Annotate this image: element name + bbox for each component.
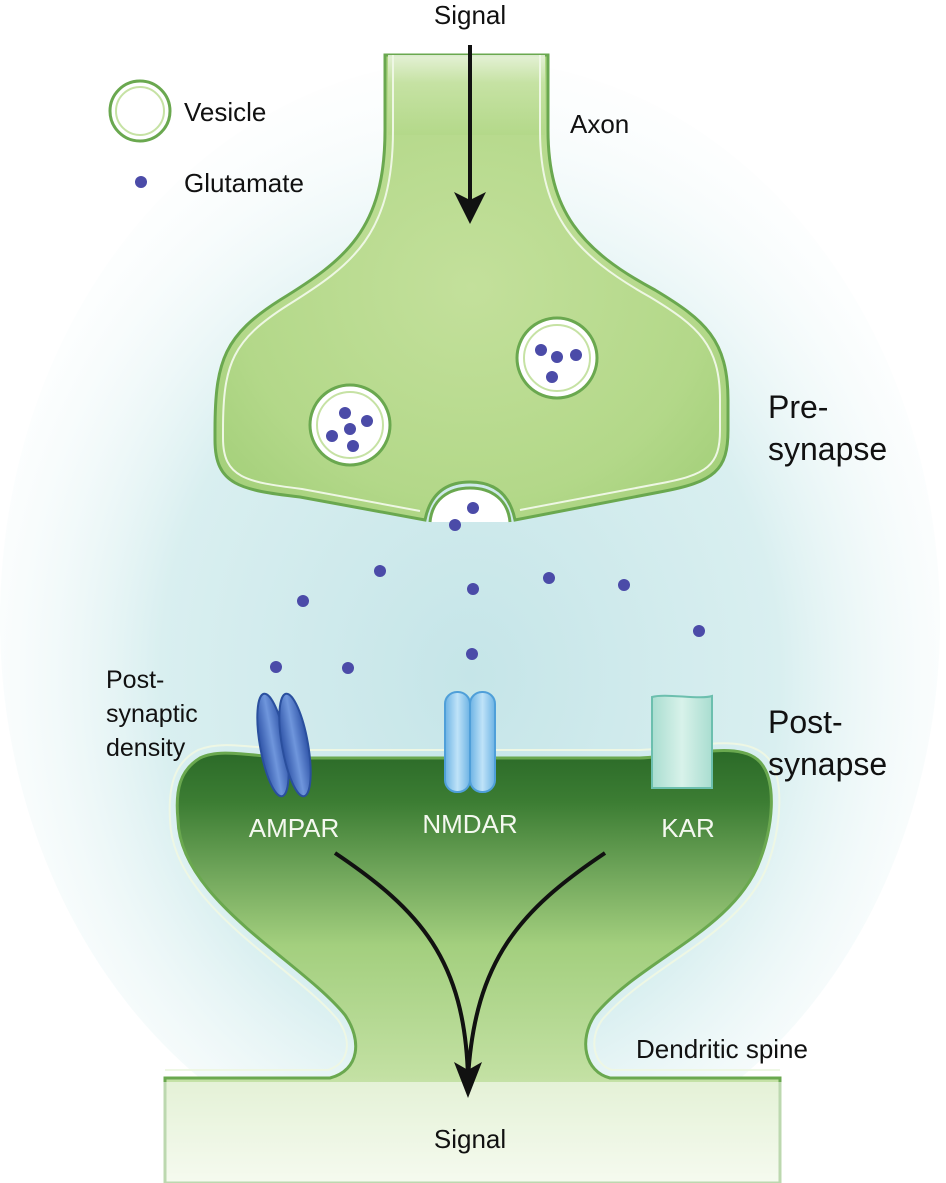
presynapse-label-line1: Pre-: [768, 389, 828, 425]
presynaptic-inner-membrane-right: [519, 55, 721, 511]
presynapse-label-line2: synapse: [768, 431, 887, 467]
legend: Vesicle Glutamate: [108, 79, 304, 198]
ampar-label: AMPAR: [249, 813, 340, 843]
signal-out-arrowhead: [454, 1062, 482, 1098]
presynaptic-inner-membrane: [222, 55, 421, 512]
postsynapse-label-line2: synapse: [768, 746, 887, 782]
legend-glutamate-icon: [135, 176, 147, 188]
axon-fade: [388, 55, 545, 135]
legend-glutamate-label: Glutamate: [184, 168, 304, 198]
nmdar-label: NMDAR: [422, 809, 517, 839]
legend-vesicle-label: Vesicle: [184, 97, 266, 127]
postsynapse-bottom-fade: [160, 1082, 785, 1183]
postsynapse-label-line1: Post-: [768, 704, 843, 740]
signal-bottom-label: Signal: [434, 1124, 506, 1154]
dendritic-spine-label: Dendritic spine: [636, 1034, 808, 1064]
psd-label-line2: synaptic: [106, 700, 198, 728]
signal-out-arrow-left: [333, 851, 470, 1079]
ampar-receptor: [256, 692, 312, 798]
kar-label: KAR: [661, 813, 714, 843]
nmdar-receptor: [444, 691, 496, 793]
kar-receptor: [651, 694, 713, 789]
legend-vesicle-icon: [108, 79, 172, 143]
signal-out-arrow-right: [466, 851, 607, 1079]
psd-label-line3: density: [106, 734, 186, 762]
psd-label-line1: Post-: [106, 666, 164, 694]
postsynaptic-inner-membrane: [165, 742, 781, 1071]
axon-label: Axon: [570, 109, 629, 139]
signal-top-label: Signal: [434, 0, 506, 30]
glutamate-molecules: [270, 344, 705, 674]
